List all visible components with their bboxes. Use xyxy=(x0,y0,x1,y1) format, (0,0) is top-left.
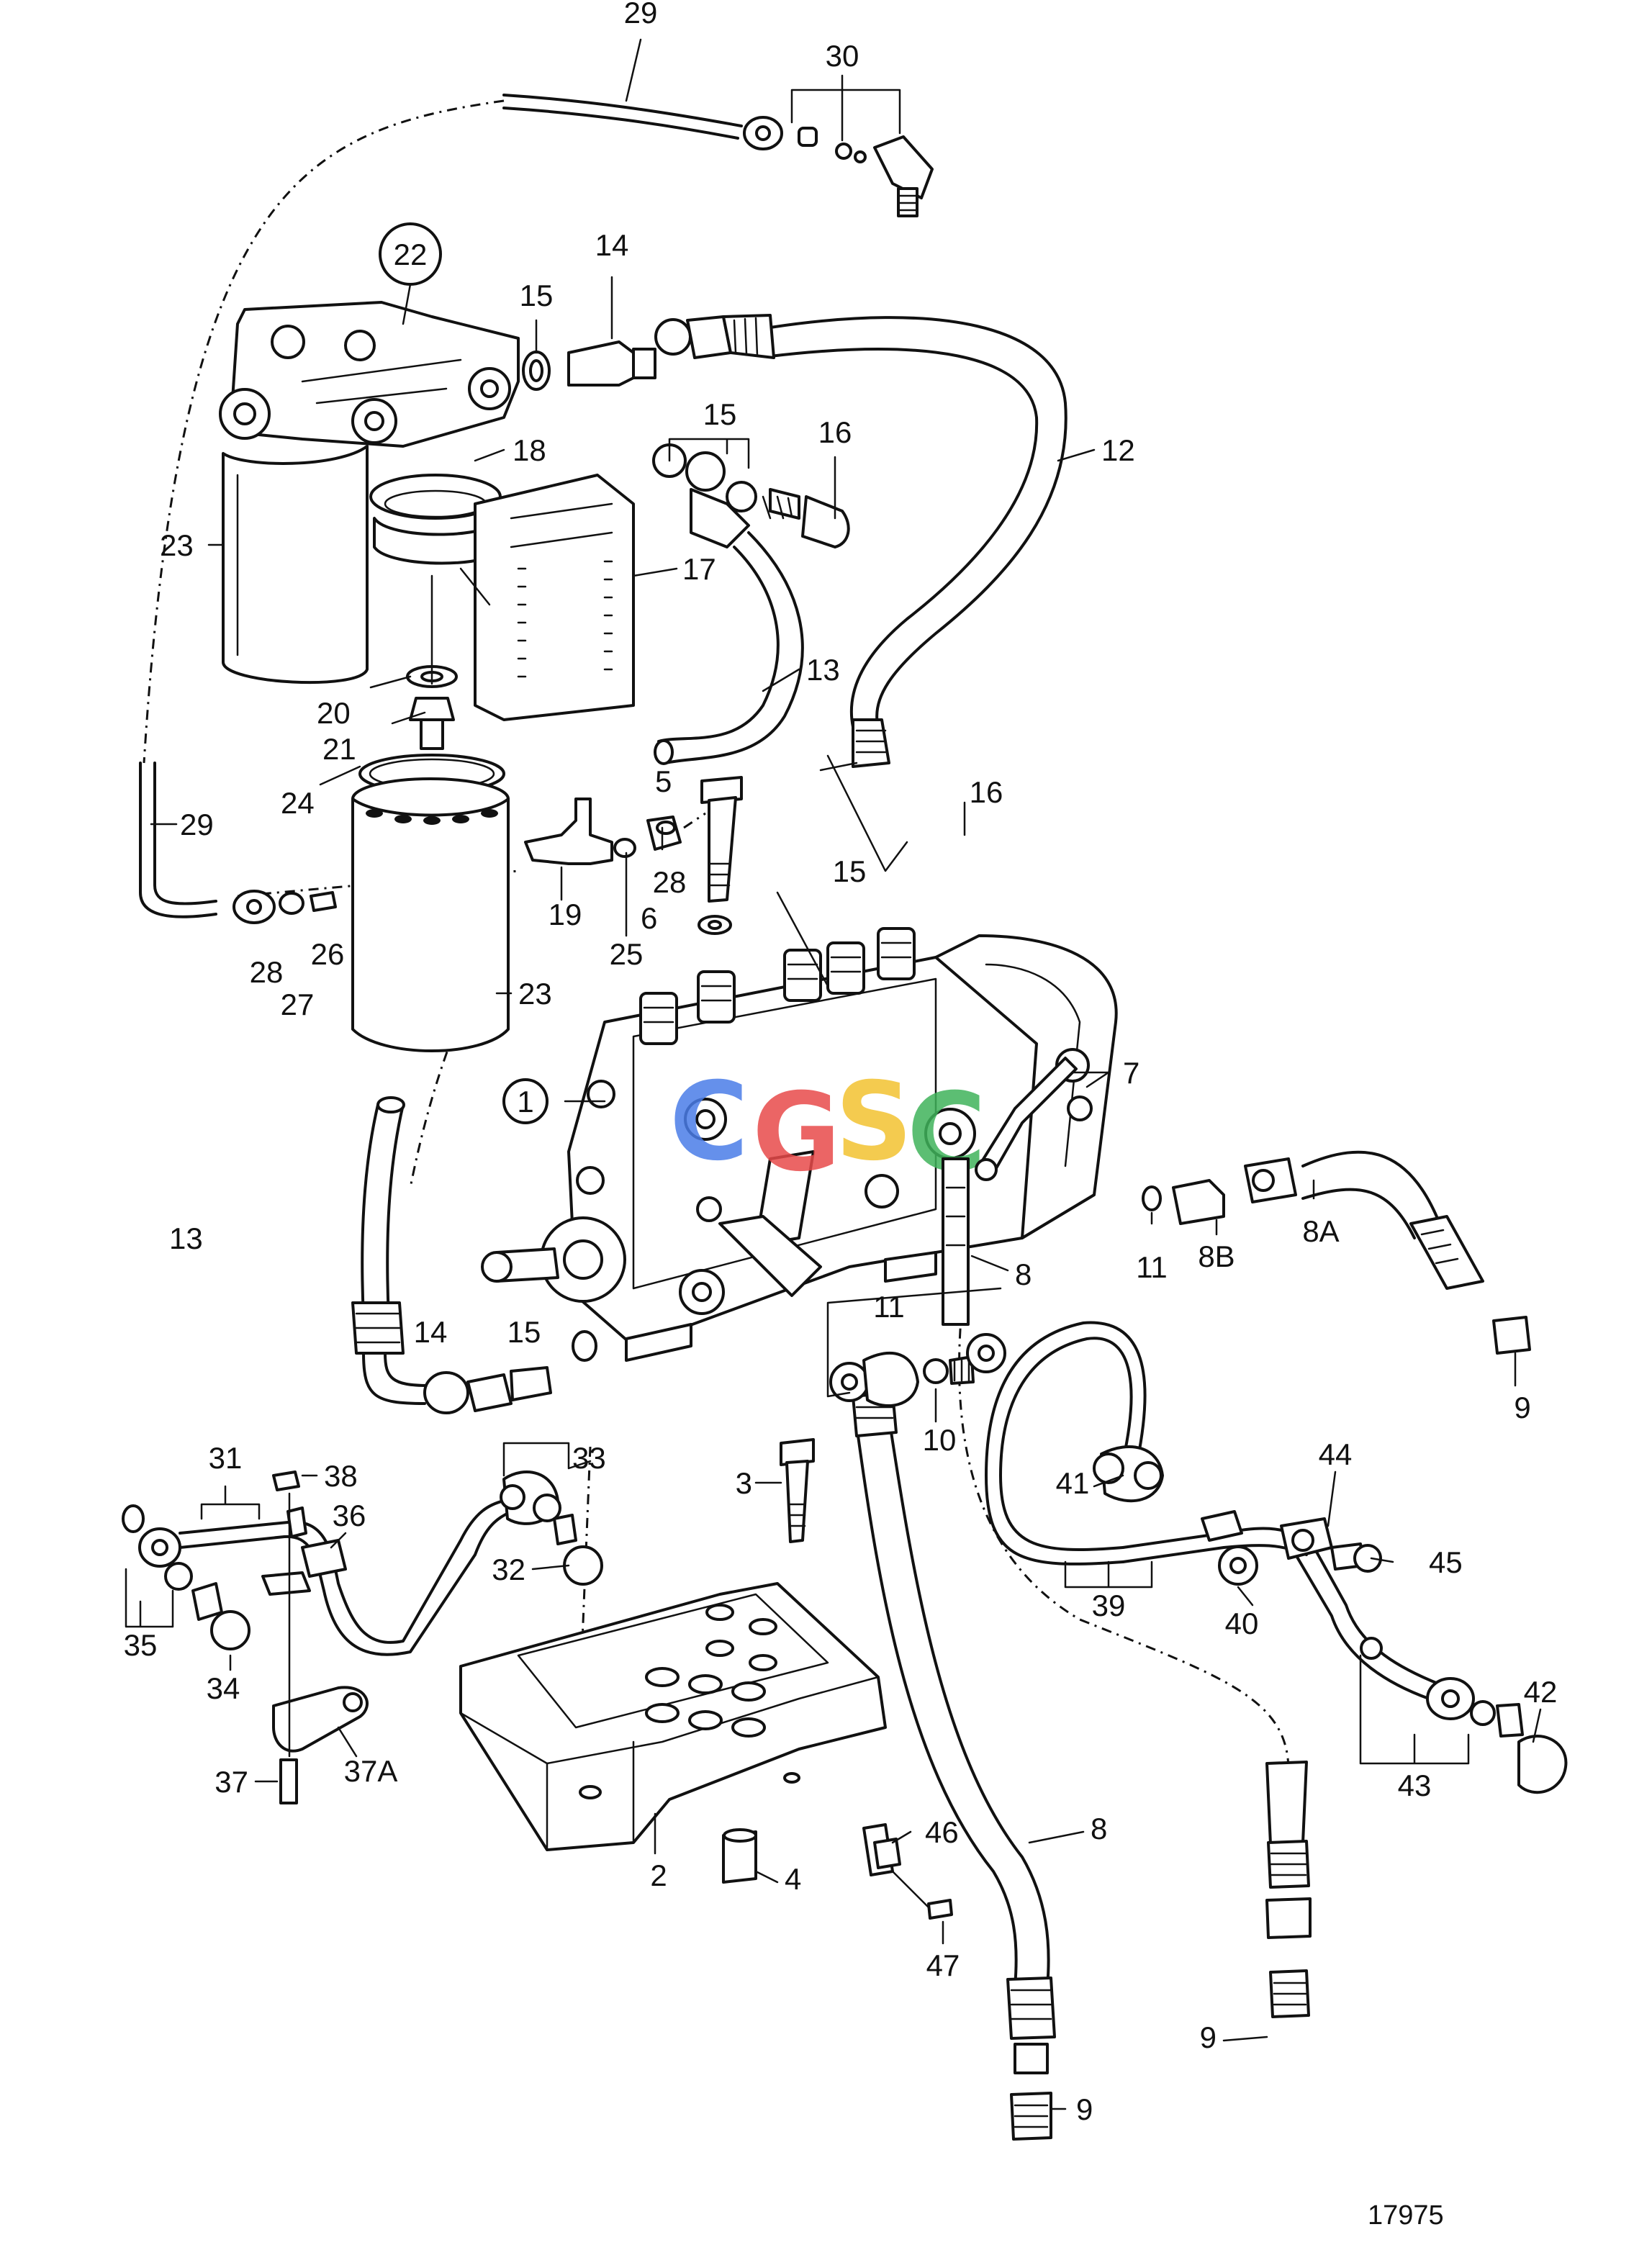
callout-30: 30 xyxy=(826,39,859,73)
callout-5: 5 xyxy=(655,764,672,798)
callout-18: 18 xyxy=(513,433,546,467)
callout-11-b: 11 xyxy=(873,1290,905,1324)
hose-12 xyxy=(686,314,1068,768)
callout-32: 32 xyxy=(492,1553,525,1586)
leader-lines xyxy=(125,38,1542,2110)
fittings-8A-8B-11-right xyxy=(1142,1150,1531,1355)
callout-31: 31 xyxy=(209,1441,243,1475)
console-2 xyxy=(459,1438,887,1884)
callout-25: 25 xyxy=(610,937,644,971)
callout-17: 17 xyxy=(682,552,716,586)
callout-34: 34 xyxy=(207,1671,240,1705)
callout-1: 1 xyxy=(517,1085,533,1119)
filter-canister-23-upper xyxy=(222,445,369,685)
callout-7: 7 xyxy=(1123,1056,1139,1090)
callout-28-a: 28 xyxy=(250,955,284,989)
clip-46-screw-47 xyxy=(862,1823,953,1920)
callout-28-b: 28 xyxy=(653,865,687,899)
callout-4: 4 xyxy=(785,1862,801,1896)
callout-24: 24 xyxy=(281,786,315,820)
callout-35: 35 xyxy=(124,1628,158,1662)
callout-43: 43 xyxy=(1398,1768,1432,1802)
return-pipe-39-banjo-41 xyxy=(985,1321,1312,1586)
callout-9-c: 9 xyxy=(1076,2092,1093,2126)
callout-38: 38 xyxy=(324,1459,358,1493)
figure-number: 17975 xyxy=(1368,2200,1444,2231)
left-return-line-29 xyxy=(139,762,337,924)
watermark-letter-g: G xyxy=(752,1070,841,1196)
callout-42: 42 xyxy=(1524,1675,1558,1709)
callout-2: 2 xyxy=(650,1858,667,1892)
callout-29-left: 29 xyxy=(180,808,214,841)
banjo-32-33 xyxy=(500,1470,603,1586)
callout-21: 21 xyxy=(322,732,356,766)
callout-6: 6 xyxy=(641,901,657,935)
watermark-letter-s: S xyxy=(835,1060,913,1185)
callout-14-b: 14 xyxy=(414,1315,448,1349)
callout-9-a: 9 xyxy=(1514,1391,1530,1424)
callout-14-a: 14 xyxy=(595,228,629,262)
pipe-43-bracket-44-screw-45 xyxy=(1280,1517,1568,1794)
callout-8-a: 8 xyxy=(1015,1257,1032,1291)
callout-33: 33 xyxy=(572,1441,606,1475)
callout-22: 22 xyxy=(394,238,428,271)
callout-15-d: 15 xyxy=(507,1315,541,1349)
callout-12: 12 xyxy=(1101,433,1135,467)
callout-15-a: 15 xyxy=(520,279,554,312)
callout-11-a: 11 xyxy=(1136,1250,1168,1284)
sensor-block-17 xyxy=(459,474,635,721)
tee-19-and-fittings-25-28 xyxy=(524,798,682,865)
callout-13-b: 13 xyxy=(169,1221,203,1255)
callout-16-b: 16 xyxy=(970,775,1003,809)
callout-8A: 8A xyxy=(1302,1214,1339,1248)
hose-13-upper xyxy=(654,531,804,765)
return-line-29-top xyxy=(502,94,934,217)
callout-20: 20 xyxy=(317,696,351,730)
callout-23-a: 23 xyxy=(160,528,194,562)
callout-8-b: 8 xyxy=(1091,1812,1107,1845)
filter-head-22 xyxy=(219,301,520,448)
callout-26: 26 xyxy=(311,937,345,971)
callout-41: 41 xyxy=(1056,1466,1090,1500)
filter-canister-23-lower xyxy=(351,777,510,1052)
callout-37: 37 xyxy=(215,1765,248,1799)
line-9-right xyxy=(1265,1761,1312,2018)
callout-29-top: 29 xyxy=(624,0,658,30)
callout-36: 36 xyxy=(333,1499,366,1532)
callout-labels: 29 30 22 15 14 15 16 12 18 17 13 23 20 2… xyxy=(124,0,1558,2126)
callout-16-a: 16 xyxy=(818,415,852,449)
callout-3: 3 xyxy=(736,1466,752,1500)
callout-9-b: 9 xyxy=(1200,2020,1217,2054)
cgsc-watermark: C G S C xyxy=(669,1060,986,1196)
callout-8B: 8B xyxy=(1198,1239,1235,1273)
callout-19: 19 xyxy=(549,898,582,931)
callout-40: 40 xyxy=(1225,1607,1259,1640)
lever-7 xyxy=(975,1057,1078,1181)
callout-15-b: 15 xyxy=(703,397,737,431)
callout-39: 39 xyxy=(1092,1589,1126,1622)
callout-46: 46 xyxy=(925,1815,959,1849)
callout-27: 27 xyxy=(281,988,315,1021)
callout-47: 47 xyxy=(926,1948,960,1982)
callout-15-c: 15 xyxy=(833,854,867,888)
callout-45: 45 xyxy=(1429,1545,1463,1579)
callout-circle-22 xyxy=(379,222,442,286)
screw-5-washer-6 xyxy=(698,776,743,935)
callout-13-a: 13 xyxy=(806,653,840,687)
callout-circle-1 xyxy=(502,1078,549,1124)
pipe-31-36-bracket-37A xyxy=(122,1470,513,1804)
callout-10: 10 xyxy=(923,1423,957,1457)
callout-37A: 37A xyxy=(344,1754,398,1788)
callout-23-b: 23 xyxy=(518,977,552,1011)
callout-44: 44 xyxy=(1319,1437,1353,1471)
banjo-10-11-center xyxy=(829,1333,1006,1407)
hose-13-lower xyxy=(351,1096,597,1414)
pipe-8-short xyxy=(942,1157,970,1326)
watermark-letter-c1: C xyxy=(669,1060,749,1185)
hose-8-long xyxy=(852,1391,1056,2141)
